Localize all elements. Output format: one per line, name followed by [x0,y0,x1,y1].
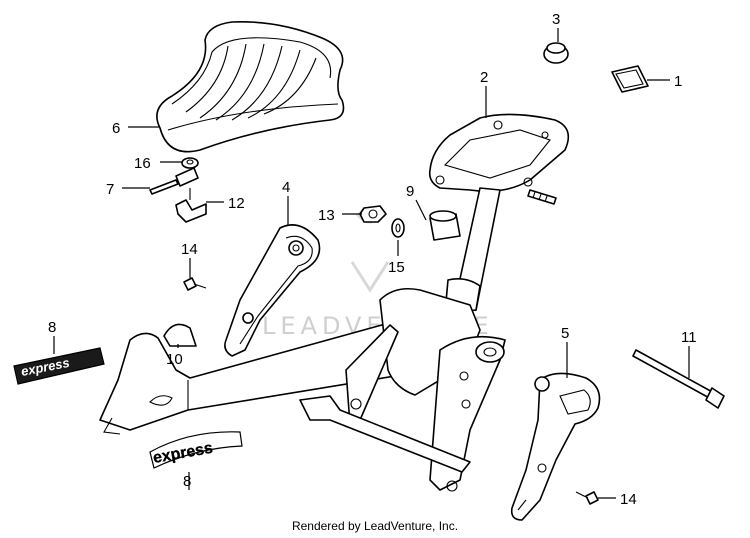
leader-lines [53,28,690,499]
callout-7: 7 [106,181,114,198]
decal-side: express [13,347,105,385]
part-collar [429,210,461,241]
callout-8-front: 8 [183,473,191,490]
callout-3: 3 [552,11,560,28]
callout-5: 5 [561,325,569,342]
callout-13: 13 [318,207,335,224]
callout-16: 16 [134,155,151,172]
callout-10: 10 [166,351,183,368]
part-cap [543,42,569,64]
part-washer-16 [181,157,199,169]
callout-8-side: 8 [48,319,56,336]
part-pin [149,167,199,195]
callout-15: 15 [388,259,405,276]
part-plate [611,65,649,93]
part-screw-lower [575,491,599,505]
part-frame-stem [445,187,501,312]
part-long-bolt [632,349,725,409]
part-clip [163,323,197,347]
part-washer-15 [391,218,405,238]
part-seat [156,21,345,153]
callout-14-lower: 14 [620,491,637,508]
footer-credit: Rendered by LeadVenture, Inc. [291,519,459,533]
part-nut [359,205,387,223]
decal-front: express [149,431,243,469]
callout-14-upper: 14 [181,241,198,258]
part-right-arm [510,372,601,521]
part-wing-nut [175,188,207,223]
callouts: 3 1 2 6 16 7 12 4 13 9 15 14 8 10 5 11 8… [48,11,697,508]
callout-9: 9 [406,183,414,200]
callout-2: 2 [480,69,488,86]
decal-front-text: express [152,440,215,467]
callout-1: 1 [674,73,682,90]
callout-11: 11 [681,329,697,346]
part-seat-base [428,113,570,205]
part-left-arm [224,224,321,357]
callout-12: 12 [228,195,245,212]
callout-4: 4 [282,179,290,196]
part-main-frame [99,287,506,492]
callout-6: 6 [112,120,120,137]
part-screw-upper [183,277,207,291]
